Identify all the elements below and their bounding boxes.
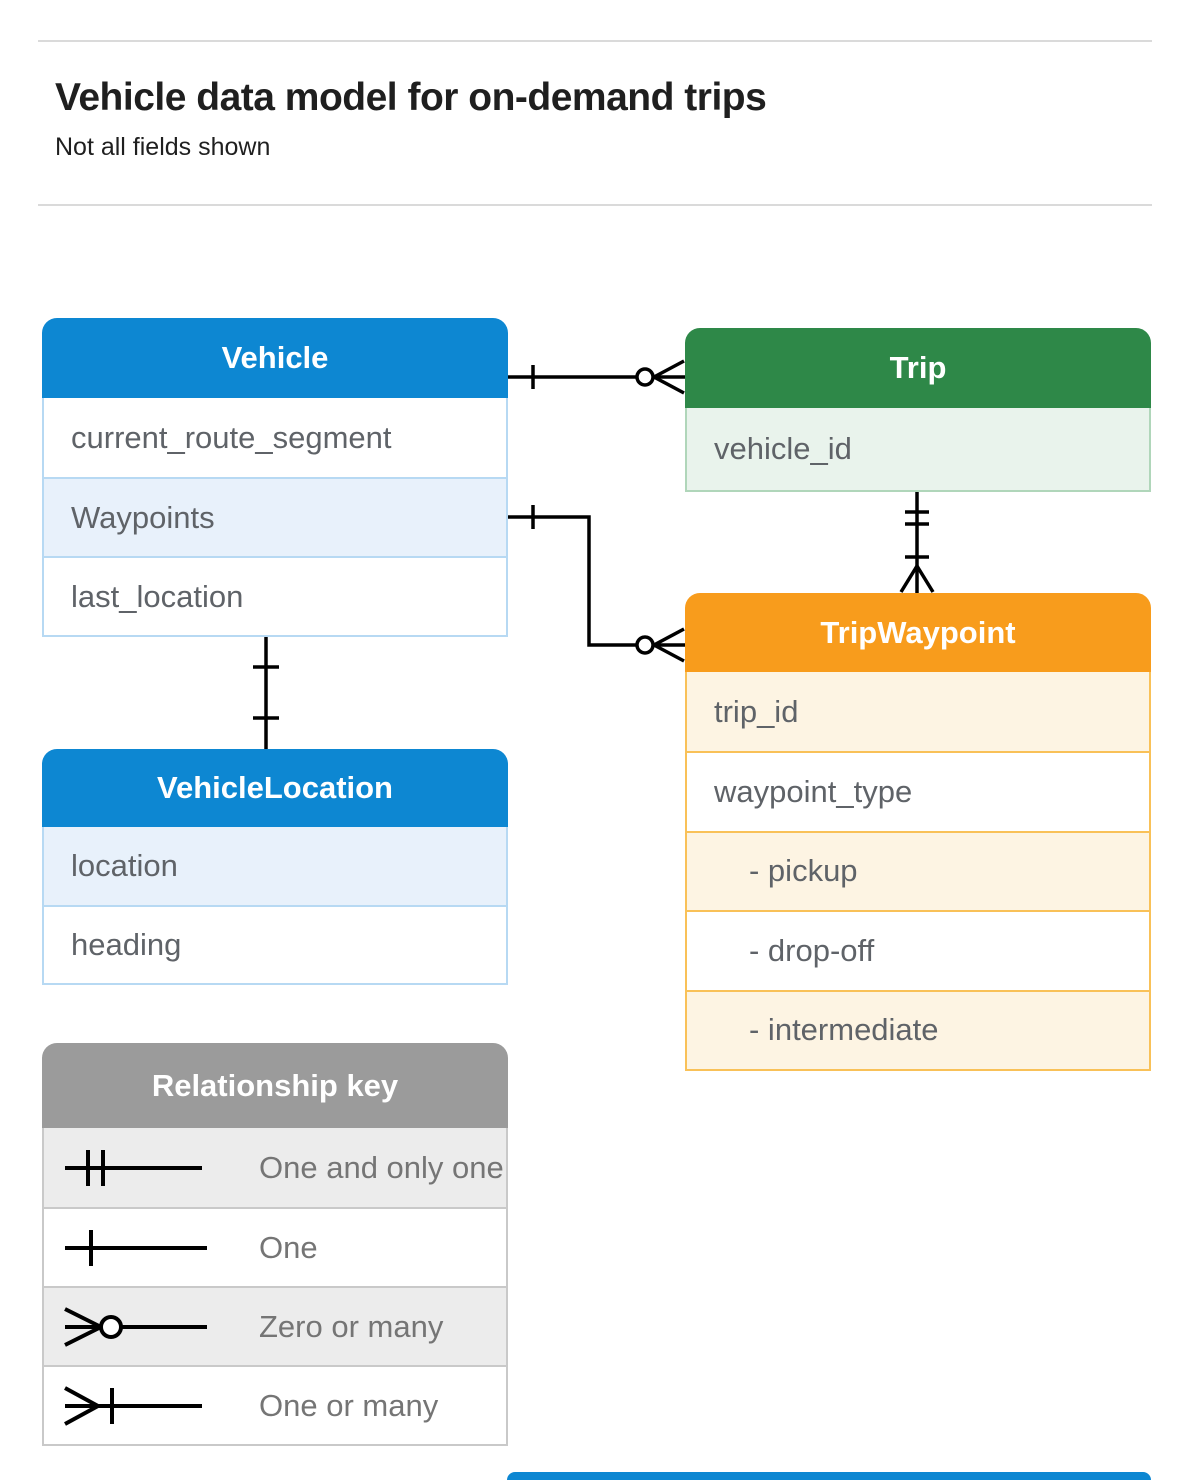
legend-item-zero-or-many: Zero or many: [44, 1286, 506, 1365]
crowfoot-leg: [653, 643, 685, 663]
legend-item-one-and-only-one: One and only one: [44, 1128, 506, 1207]
page-subtitle: Not all fields shown: [55, 133, 271, 161]
divider-top: [38, 40, 1152, 42]
connector-trip-tripwaypoint: [899, 490, 935, 593]
divider-bottom: [38, 204, 1152, 206]
field-vehicle-id: vehicle_id: [687, 408, 1149, 490]
connector-vehicle-trip: [508, 359, 685, 395]
legend-label: One or many: [259, 1387, 439, 1423]
entity-vehicle-title: Vehicle: [42, 318, 508, 398]
field-pickup: - pickup: [687, 830, 1149, 911]
relationship-key: Relationship key One and only one One: [42, 1043, 508, 1446]
relationship-key-title: Relationship key: [42, 1043, 508, 1128]
one-or-many-icon: [64, 1385, 202, 1426]
next-section-header-edge: [507, 1472, 1151, 1480]
entity-vehiclelocation: VehicleLocation location heading: [42, 749, 508, 985]
legend-label: One: [259, 1229, 318, 1265]
field-waypoints: Waypoints: [44, 477, 506, 556]
connector-vehicle-vehiclelocation: [253, 635, 279, 749]
entity-vehiclelocation-title: VehicleLocation: [42, 749, 508, 827]
legend-item-one: One: [44, 1207, 506, 1286]
field-drop-off: - drop-off: [687, 910, 1149, 990]
entity-vehicle: Vehicle current_route_segment Waypoints …: [42, 318, 508, 637]
page-title: Vehicle data model for on-demand trips: [55, 76, 767, 119]
crowfoot-leg: [915, 565, 935, 593]
field-trip-id: trip_id: [687, 672, 1149, 752]
zero-circle: [635, 367, 655, 387]
field-location: location: [44, 827, 506, 905]
one-and-only-one-icon: [65, 1149, 202, 1186]
field-last-location: last_location: [44, 556, 506, 635]
entity-tripwaypoint-title: TripWaypoint: [685, 593, 1151, 672]
crowfoot-leg: [653, 359, 685, 379]
field-current-route-segment: current_route_segment: [44, 398, 506, 477]
crowfoot-leg: [653, 627, 685, 647]
zero-or-many-icon: [64, 1306, 207, 1347]
legend-label: Zero or many: [259, 1308, 444, 1344]
one-icon: [65, 1229, 207, 1266]
connector-waypoints-tripwaypoint: [508, 505, 685, 663]
entity-trip: Trip vehicle_id: [685, 328, 1151, 492]
legend-label: One and only one: [259, 1149, 504, 1185]
zero-circle: [635, 635, 655, 655]
field-waypoint-type: waypoint_type: [687, 751, 1149, 831]
entity-trip-title: Trip: [685, 328, 1151, 408]
crowfoot-leg: [899, 565, 919, 593]
entity-tripwaypoint: TripWaypoint trip_id waypoint_type - pic…: [685, 593, 1151, 1071]
legend-item-one-or-many: One or many: [44, 1365, 506, 1444]
crowfoot-leg: [653, 375, 685, 395]
field-intermediate: - intermediate: [687, 989, 1149, 1069]
field-heading: heading: [44, 905, 506, 983]
